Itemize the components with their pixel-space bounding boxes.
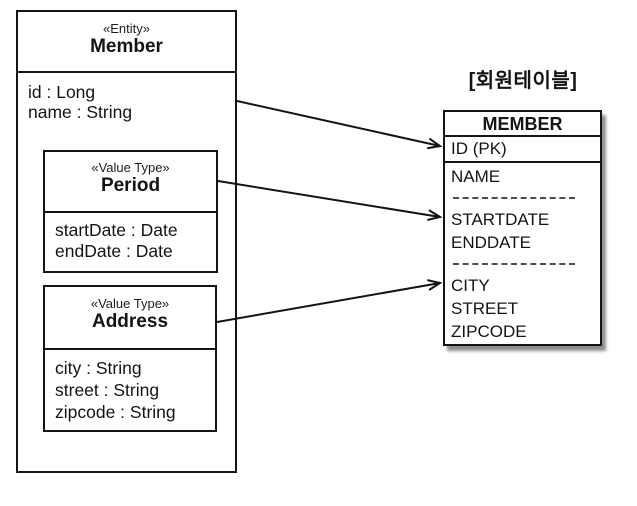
entity-name: Member [90, 36, 163, 57]
attribute: endDate : Date [55, 241, 173, 261]
attribute: zipcode : String [55, 402, 176, 422]
entity-attributes: id : Long name : String [18, 73, 235, 122]
arrow-member-to-id [236, 100, 443, 150]
attribute: city : String [55, 358, 142, 378]
arrow-period-to-dates [217, 180, 443, 221]
valuetype-header: «Value Type» Address [45, 287, 215, 350]
attribute: id : Long [28, 82, 96, 102]
table-column: ENDDATE [451, 233, 531, 252]
valuetype-header: «Value Type» Period [45, 152, 216, 213]
valuetype-stereotype: «Value Type» [90, 296, 170, 311]
table-name: MEMBER [445, 112, 600, 137]
valuetype-box-address: «Value Type» Address city : String stree… [43, 285, 217, 432]
table-column: STARTDATE [451, 210, 550, 229]
entity-stereotype: «Entity» [103, 21, 150, 36]
dashed-separator [453, 197, 575, 199]
table-columns: NAME STARTDATE ENDDATE CITY STREET ZIPCO… [445, 163, 600, 343]
attribute: name : String [28, 102, 133, 122]
table-column: NAME [451, 167, 501, 186]
table-column: STREET [451, 299, 519, 318]
valuetype-stereotype: «Value Type» [91, 160, 170, 175]
valuetype-box-period: «Value Type» Period startDate : Date end… [43, 150, 218, 273]
table-column: ZIPCODE [451, 322, 527, 341]
valuetype-attributes: startDate : Date endDate : Date [45, 213, 216, 262]
valuetype-name: Address [91, 311, 169, 332]
db-table-member: MEMBER ID (PK) NAME STARTDATE ENDDATE CI… [443, 110, 602, 346]
valuetype-name: Period [100, 175, 161, 196]
entity-header: «Entity» Member [18, 12, 235, 73]
dashed-separator [453, 263, 575, 265]
attribute: street : String [55, 380, 160, 400]
attribute: startDate : Date [55, 220, 178, 240]
table-caption: [회원테이블] [468, 70, 578, 92]
valuetype-attributes: city : String street : String zipcode : … [45, 350, 215, 423]
arrow-address-to-address-columns [216, 279, 443, 323]
table-column: CITY [451, 276, 490, 295]
table-pk-row: ID (PK) [445, 137, 600, 163]
